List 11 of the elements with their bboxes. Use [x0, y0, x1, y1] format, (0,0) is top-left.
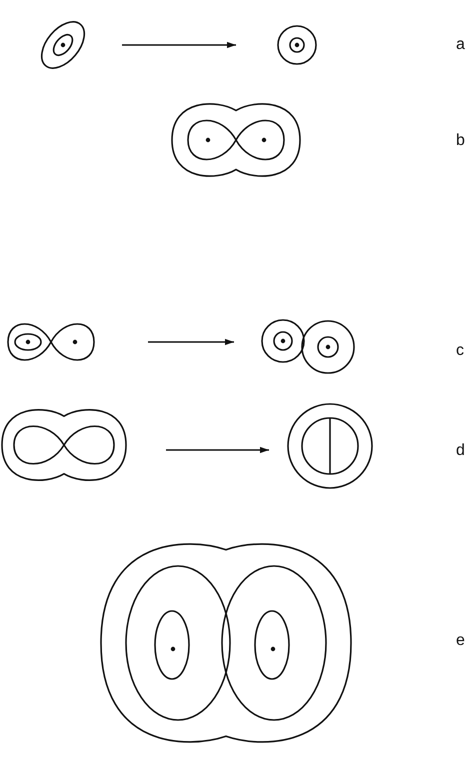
arrow [148, 338, 234, 346]
panel-letter: c [456, 342, 464, 360]
panel-letter: e [456, 632, 465, 650]
panel-letter: d [456, 442, 465, 460]
contour-drawing [260, 318, 356, 376]
arrow [122, 42, 236, 48]
arrow [166, 446, 269, 454]
panel-letter: b [456, 132, 465, 150]
panel-letter: a [456, 36, 465, 54]
contour-drawing [276, 24, 318, 66]
contour-drawing [287, 403, 373, 489]
